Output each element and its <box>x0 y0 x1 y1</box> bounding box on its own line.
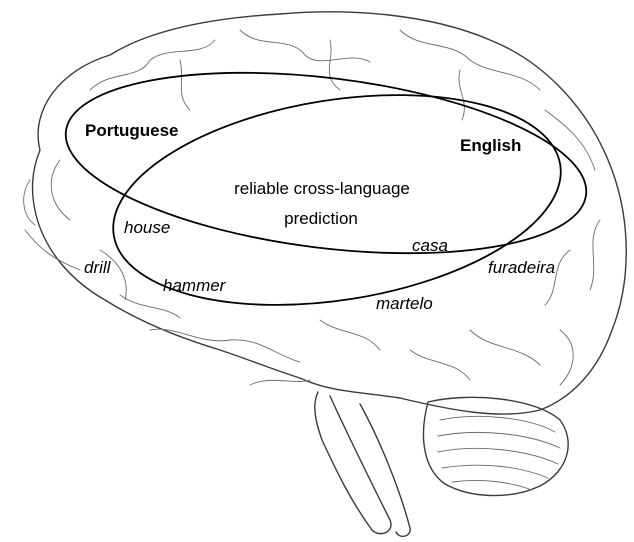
word-drill: drill <box>84 258 112 277</box>
word-martelo: martelo <box>376 294 433 313</box>
overlap-label-line2: prediction <box>284 209 358 228</box>
portuguese-set-ellipse <box>56 47 597 280</box>
portuguese-label: Portuguese <box>85 121 179 140</box>
overlap-label-line1: reliable cross-language <box>234 179 410 198</box>
english-label: English <box>460 136 521 155</box>
word-house: house <box>124 218 170 237</box>
word-casa: casa <box>412 236 448 255</box>
word-furadeira: furadeira <box>488 258 555 277</box>
word-hammer: hammer <box>163 276 227 295</box>
